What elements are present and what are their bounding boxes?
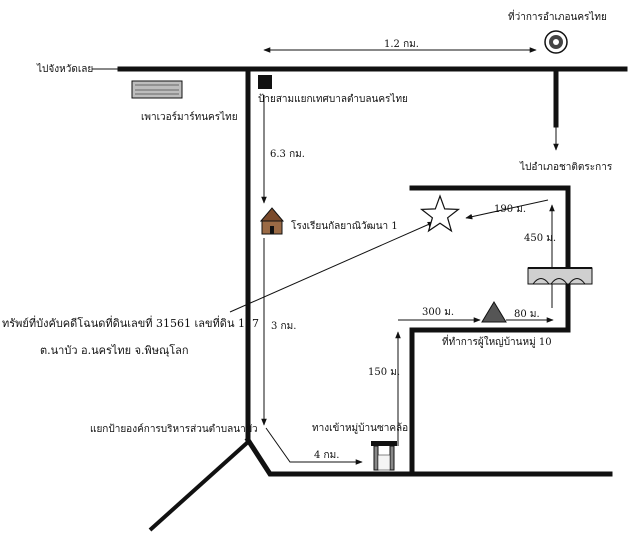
junction-bottom-label: แยกป้ายองค์การบริหารส่วนตำบลนาบัว	[90, 424, 258, 435]
dist-top-label: 1.2 กม.	[384, 39, 419, 50]
village-entrance-label: ทางเข้าหมู่บ้านซาคล้อ	[312, 423, 409, 434]
property-label-line1: ทรัพย์ที่บังคับคดีโฉนดที่ดินเลขที่ 31561…	[2, 317, 259, 330]
school-label: โรงเรียนกัลยาณิวัฒนา 1	[291, 221, 398, 232]
square-marker-icon	[258, 75, 272, 89]
property-label-line2: ต.นาบัว อ.นครไทย จ.พิษณุโลก	[40, 344, 189, 357]
gate-icon	[371, 441, 397, 471]
dist-80-label: 80 ม.	[514, 309, 540, 320]
dist-3km-label: 3 กม.	[271, 321, 297, 332]
to-loei-label: ไปจังหวัดเลย	[37, 64, 94, 75]
school-icon	[259, 207, 285, 235]
road-southwest	[148, 440, 250, 532]
bridge-icon	[527, 267, 593, 285]
dist-190-arrow	[465, 199, 549, 220]
dist-450-label: 450 ม.	[524, 233, 557, 244]
village-block-roads	[409, 185, 571, 477]
headman-office-label: ที่ทำการผู้ใหญ่บ้านหมู่ 10	[442, 337, 552, 348]
dist-150-label: 150 ม.	[368, 367, 401, 378]
dist-190-label: 190 ม.	[494, 204, 527, 215]
property-pointer	[229, 221, 435, 313]
junction-top-label: ป้ายสามแยกเทศบาลตำบลนครไทย	[258, 94, 408, 105]
dist-4km-label: 4 กม.	[314, 450, 340, 461]
village-road-bottom	[244, 436, 613, 477]
building-icon	[131, 80, 183, 99]
triangle-icon	[481, 301, 507, 323]
to-chat-trakan-label: ไปอำเภอชาติตระการ	[520, 162, 613, 173]
star-icon	[419, 194, 461, 233]
power-station-label: เพาเวอร์มาร์ทนครไทย	[141, 112, 238, 123]
dist-63-label: 6.3 กม.	[270, 149, 305, 160]
dist-4km-arrow	[265, 427, 363, 465]
seal-icon	[544, 30, 568, 54]
dist-300-label: 300 ม.	[422, 307, 455, 318]
district-office-label: ที่ว่าการอำเภอนครไทย	[508, 12, 607, 23]
